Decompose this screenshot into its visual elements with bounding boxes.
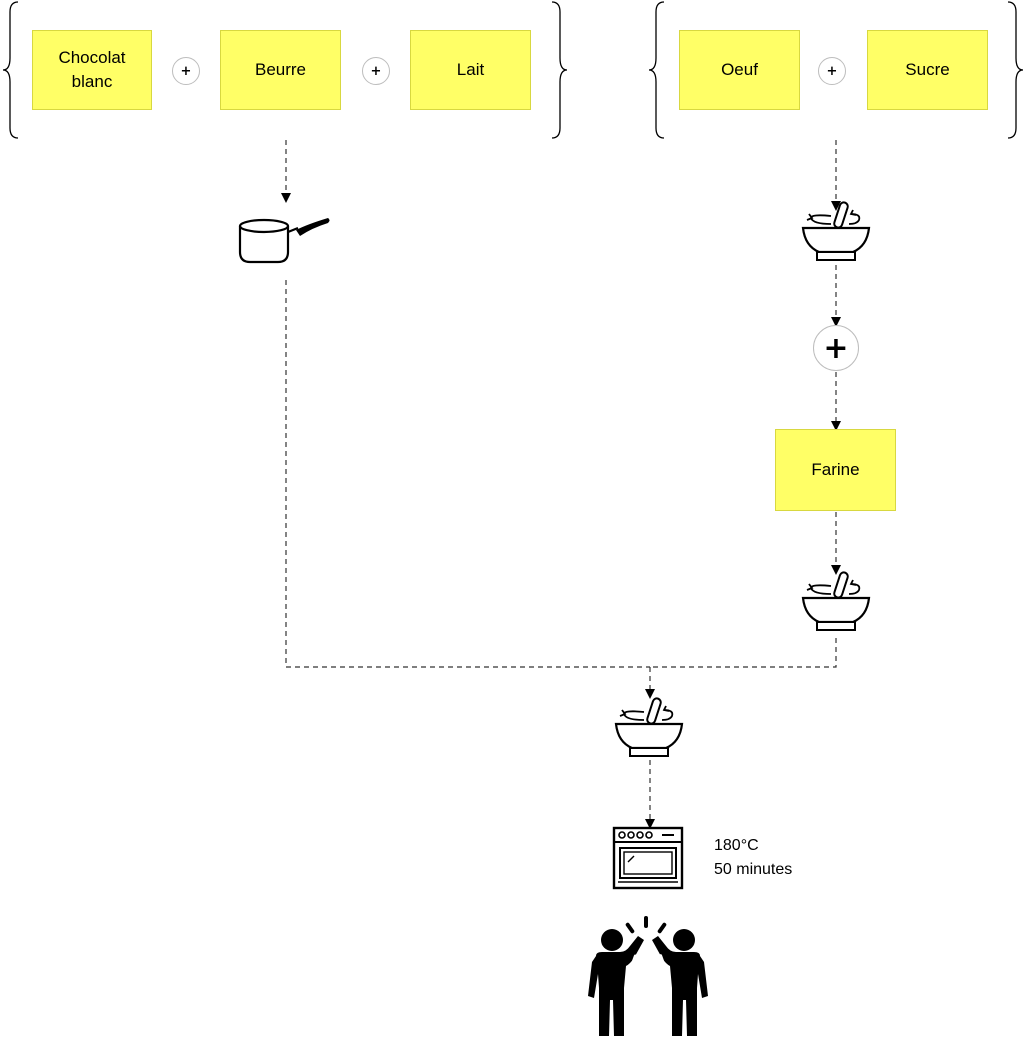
ingredient-beurre: Beurre <box>220 30 341 110</box>
mixing-bowl-icon <box>801 571 871 631</box>
plus-operator: + <box>362 57 390 85</box>
ingredient-oeuf: Oeuf <box>679 30 800 110</box>
ingredient-sucre: Sucre <box>867 30 988 110</box>
high-five-icon <box>588 916 708 1036</box>
plus-operator-large: + <box>813 325 859 371</box>
plus-operator: + <box>818 57 846 85</box>
ingredient-lait: Lait <box>410 30 531 110</box>
saucepan-icon <box>238 218 330 264</box>
mixing-bowl-icon <box>614 697 684 757</box>
line-bowl-to-merge <box>650 638 837 668</box>
line-saucepan-to-merge <box>285 280 650 668</box>
ingredient-farine: Farine <box>775 429 896 511</box>
right-group-close-brace <box>1007 1 1024 139</box>
oven-settings: 180°C 50 minutes <box>714 834 792 882</box>
ingredient-chocolat-blanc: Chocolat blanc <box>32 30 152 110</box>
oven-icon <box>612 826 684 890</box>
mixing-bowl-icon <box>801 201 871 261</box>
oven-duration: 50 minutes <box>714 861 793 878</box>
right-group-open-brace <box>648 1 665 139</box>
oven-temperature: 180°C <box>714 837 759 854</box>
plus-operator: + <box>172 57 200 85</box>
left-group-close-brace <box>551 1 568 139</box>
left-group-open-brace <box>2 1 19 139</box>
